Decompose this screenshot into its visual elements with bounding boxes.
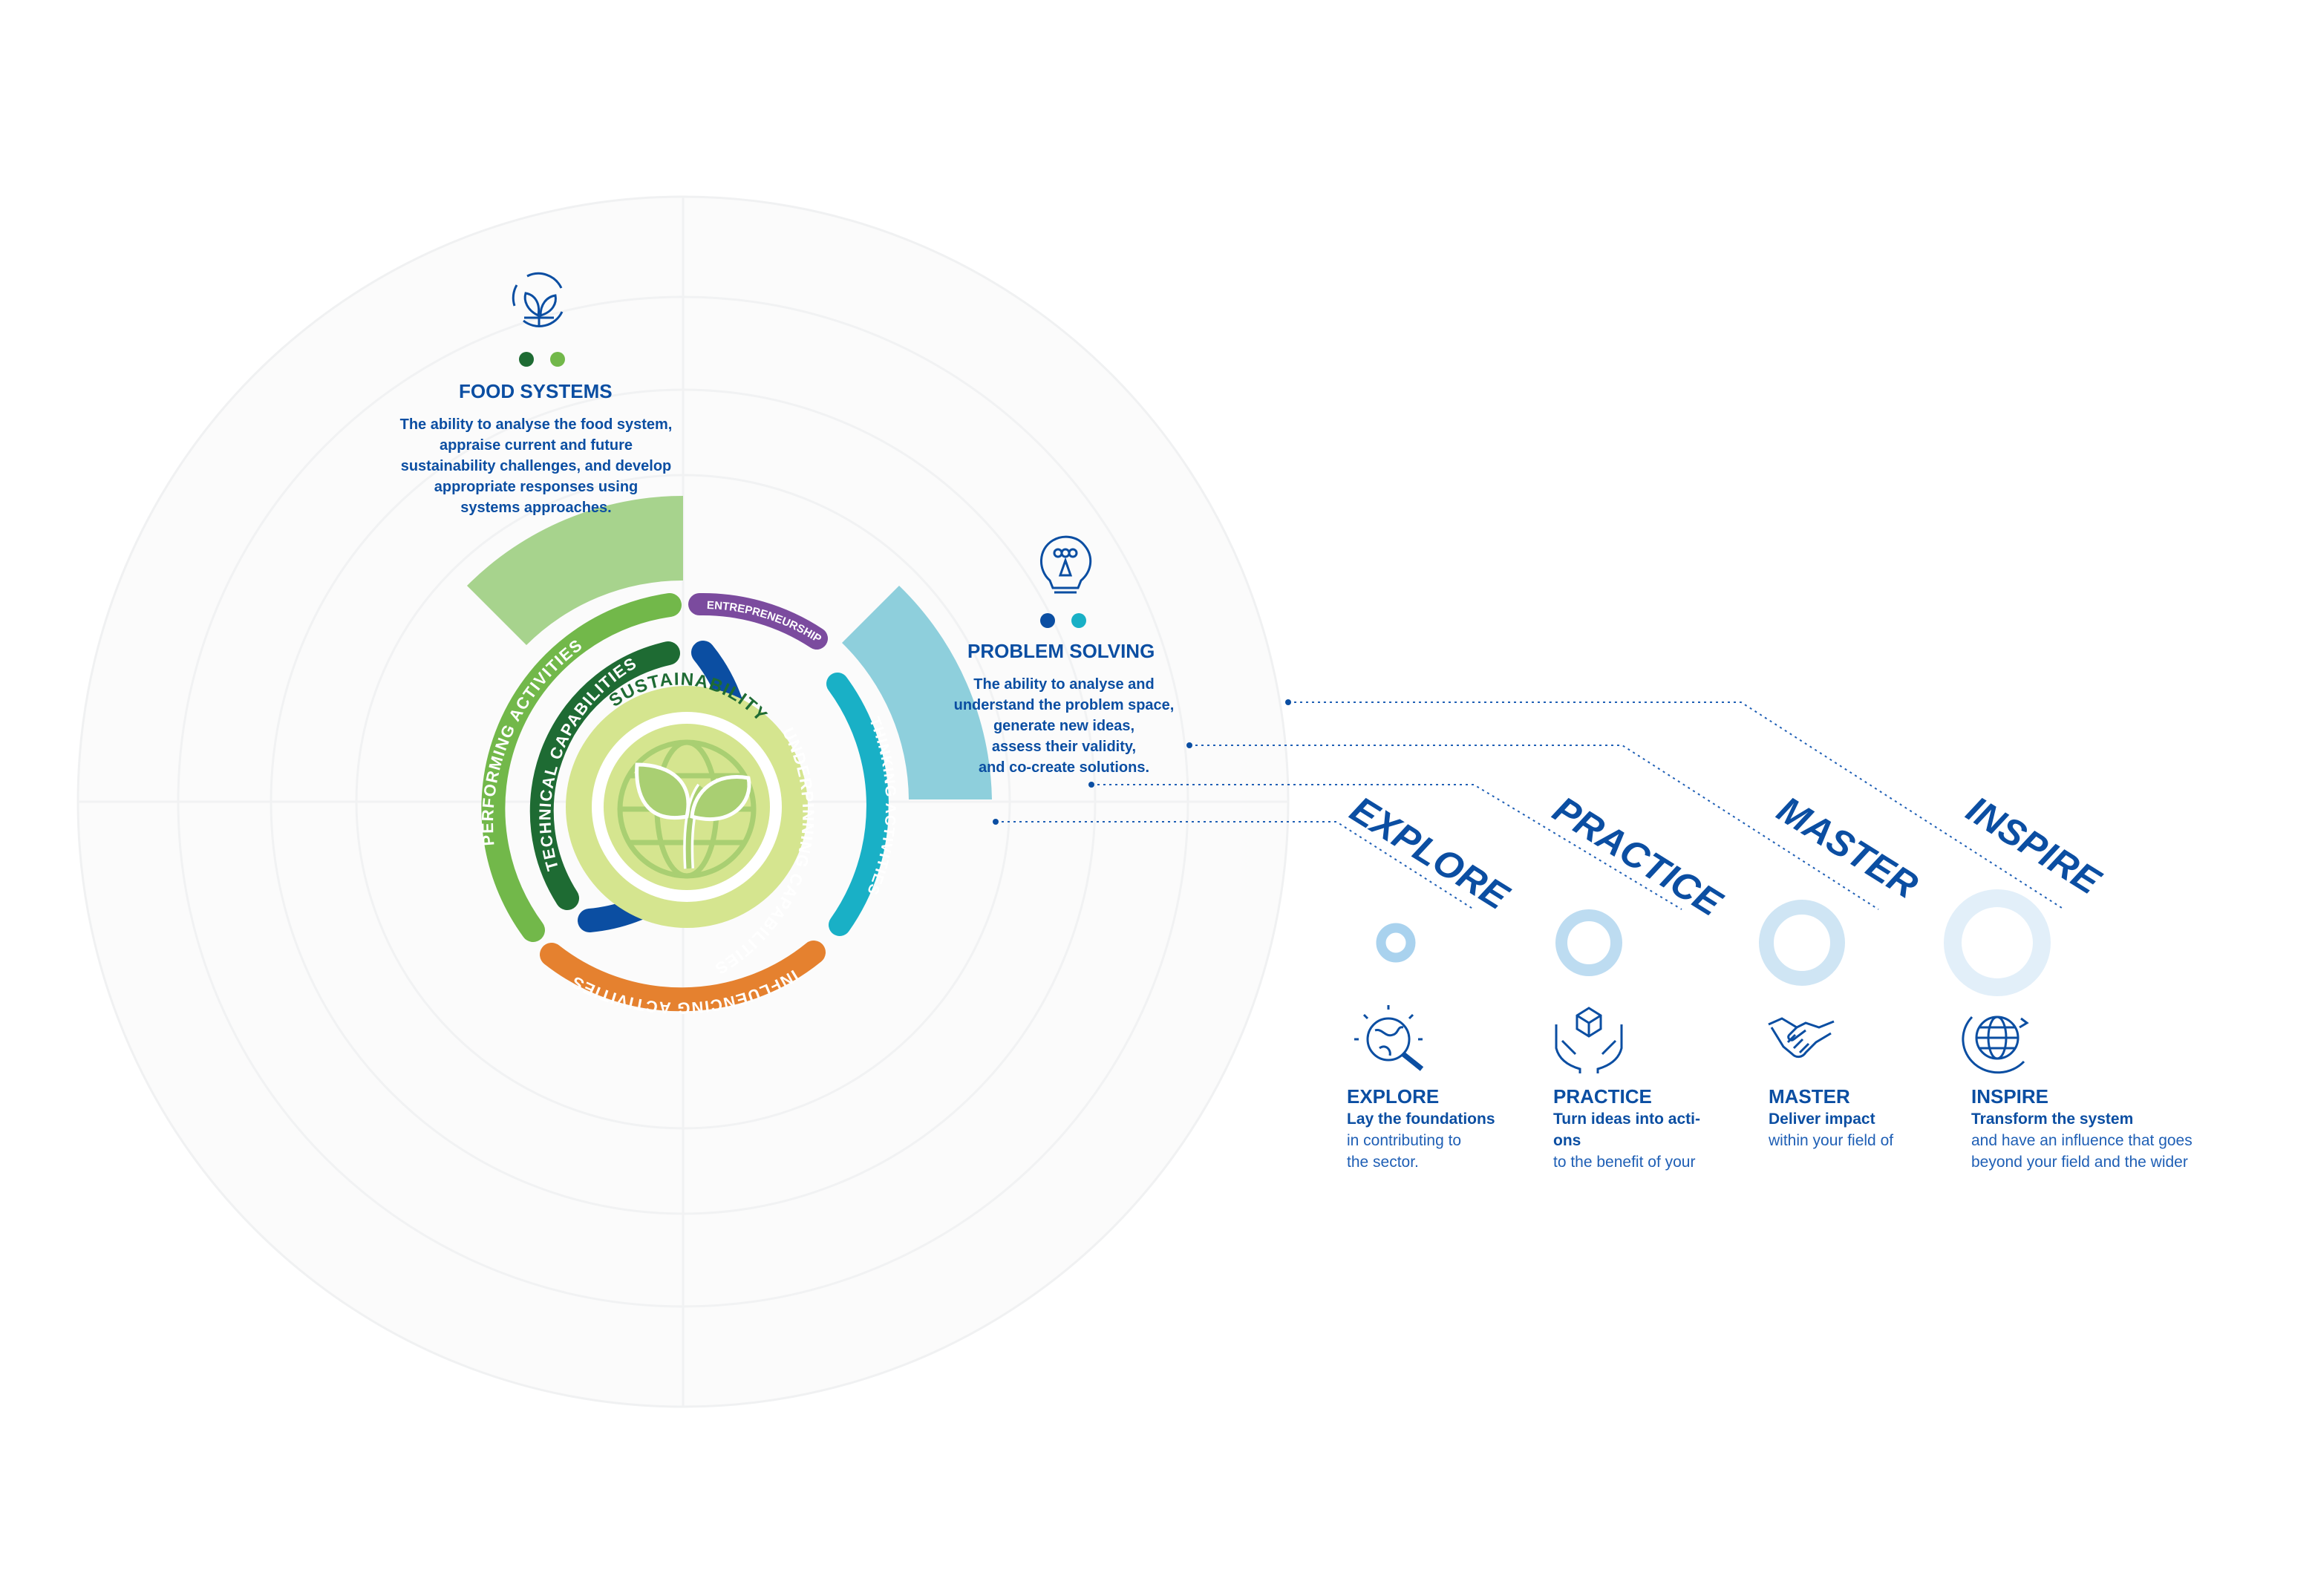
connector-endpoints xyxy=(993,699,1291,825)
stage-inspire-line: Transform the system xyxy=(1971,1111,2134,1128)
stage-heading-explore: EXPLORE xyxy=(1343,788,1517,918)
stage-ring-master xyxy=(1759,900,1845,986)
globe-orbit-icon xyxy=(1962,1016,2029,1074)
thinking-activities-arc xyxy=(826,673,889,936)
stage-practice-line: ons xyxy=(1553,1132,1581,1149)
stage-ring-inspire xyxy=(1944,889,2051,996)
problem-solving-line: understand the problem space, xyxy=(953,697,1175,713)
food-systems-wedge xyxy=(467,496,683,645)
stage-master: MASTER Deliver impact within your field … xyxy=(1769,1085,1893,1151)
stage-explore-line: in contributing to xyxy=(1347,1132,1462,1149)
problem-solving-title: PROBLEM SOLVING xyxy=(967,640,1155,662)
food-systems-dot-light xyxy=(550,352,565,367)
connector-inspire xyxy=(1288,701,2065,910)
stage-master-line: within your field of xyxy=(1769,1132,1894,1149)
stage-title-explore: EXPLORE xyxy=(1347,1085,1440,1108)
problem-solving-wedge xyxy=(842,586,992,799)
stage-title-inspire: INSPIRE xyxy=(1971,1085,2049,1108)
stage-practice: PRACTICE Turn ideas into acti- ons to th… xyxy=(1553,1085,1700,1173)
problem-solving-line: assess their validity, xyxy=(991,739,1137,755)
stage-practice-line: to the benefit of your xyxy=(1553,1154,1696,1171)
influencing-activities-arc xyxy=(540,941,826,1012)
problem-solving-line: The ability to analyse and xyxy=(973,676,1155,693)
stage-inspire-line: and have an influence that goes xyxy=(1971,1132,2192,1149)
problem-solving-line: generate new ideas, xyxy=(993,718,1135,734)
connector-lines xyxy=(996,701,2065,910)
food-systems-title: FOOD SYSTEMS xyxy=(459,380,613,402)
stage-practice-line: Turn ideas into acti- xyxy=(1553,1111,1700,1128)
food-systems-line: appraise current and future xyxy=(439,437,633,454)
stage-heading-inspire: INSPIRE xyxy=(1959,788,2109,903)
lightbulb-icon xyxy=(1040,535,1092,594)
stage-explore-line: the sector. xyxy=(1347,1154,1419,1171)
stage-heading-practice: PRACTICE xyxy=(1546,788,1730,925)
connector-practice xyxy=(1091,784,1682,910)
food-systems-line: The ability to analyse the food system, xyxy=(399,416,673,433)
stage-title-master: MASTER xyxy=(1769,1085,1850,1108)
connector-explore xyxy=(996,821,1475,910)
globe-magnifier-icon xyxy=(1354,1005,1424,1071)
food-systems-description: The ability to analyse the food system, … xyxy=(388,414,685,518)
problem-solving-dot-dark xyxy=(1040,613,1055,628)
hands-cube-icon xyxy=(1555,1007,1623,1073)
stage-explore: EXPLORE Lay the foundations in contribut… xyxy=(1347,1085,1495,1173)
globe-leaf-icon xyxy=(617,739,757,879)
food-systems-line: systems approaches. xyxy=(460,500,612,516)
problem-solving-dot-cyan xyxy=(1071,613,1086,628)
food-systems-line: appropriate responses using xyxy=(434,479,639,495)
problem-solving-line: and co-create solutions. xyxy=(978,759,1150,776)
stage-ring-explore xyxy=(1376,923,1416,963)
stage-explore-line: Lay the foundations xyxy=(1347,1111,1495,1128)
problem-solving-description: The ability to analyse and understand th… xyxy=(941,674,1186,778)
stage-master-line: Deliver impact xyxy=(1769,1111,1875,1128)
stage-title-practice: PRACTICE xyxy=(1553,1085,1652,1108)
connector-master xyxy=(1189,745,1879,910)
food-systems-dot-dark xyxy=(519,352,534,367)
handshake-icon xyxy=(1768,1017,1835,1059)
technical-capabilities-arc xyxy=(529,641,680,910)
performing-activities-arc xyxy=(481,593,682,942)
entrepreneurship-arc xyxy=(688,592,828,650)
stage-inspire-line: beyond your field and the wider xyxy=(1971,1154,2188,1171)
stage-ring-practice xyxy=(1555,909,1622,976)
leaf-cycle-icon xyxy=(512,272,564,327)
stage-heading-master: MASTER xyxy=(1770,788,1925,906)
stage-inspire: INSPIRE Transform the system and have an… xyxy=(1971,1085,2192,1173)
food-systems-line: sustainability challenges, and develop xyxy=(400,458,672,474)
